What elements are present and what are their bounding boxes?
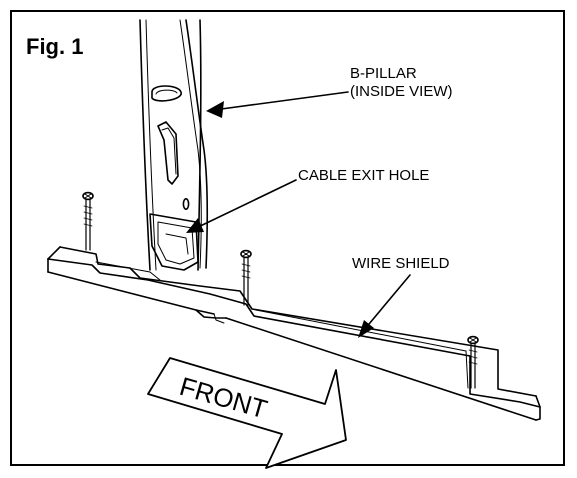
wire-shield-label: WIRE SHIELD bbox=[352, 255, 450, 272]
b-pillar-label-line1: B-PILLAR bbox=[350, 65, 417, 82]
pillar-middle-slot bbox=[157, 121, 179, 185]
b-pillar-label-line2: (INSIDE VIEW) bbox=[350, 83, 453, 100]
direction-arrow-icon bbox=[147, 357, 347, 469]
cable-exit-hole-label: CABLE EXIT HOLE bbox=[298, 167, 429, 184]
screw-icon bbox=[82, 191, 94, 251]
wire-shield-leader bbox=[358, 274, 411, 338]
pillar-edge-left bbox=[139, 19, 151, 271]
screw-icon bbox=[467, 335, 479, 389]
figure-frame bbox=[10, 10, 565, 466]
screw-icon bbox=[240, 249, 252, 306]
b-pillar bbox=[139, 19, 209, 271]
pillar-small-hole bbox=[182, 198, 190, 211]
b-pillar-leader bbox=[206, 91, 349, 118]
figure-title: Fig. 1 bbox=[26, 34, 83, 59]
pillar-upper-slot bbox=[151, 85, 182, 102]
cable-exit-hole bbox=[149, 213, 199, 271]
cable-exit-hole-leader bbox=[186, 179, 297, 233]
pillar-edge-right bbox=[197, 19, 202, 271]
